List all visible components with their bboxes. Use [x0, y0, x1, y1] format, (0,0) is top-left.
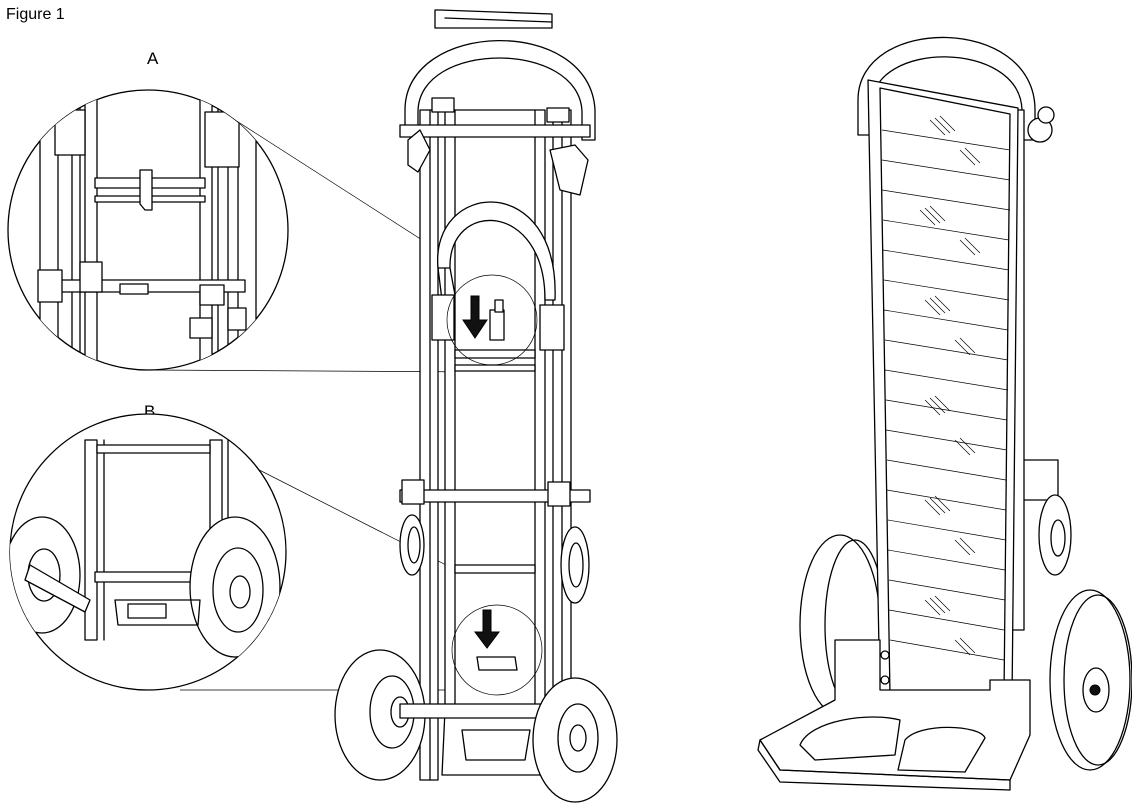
glare-marks	[919, 115, 981, 656]
callout-label-b: B	[144, 402, 156, 421]
down-arrow-icon	[474, 609, 500, 649]
down-arrow-icon	[462, 295, 488, 339]
hand-truck-with-platform-view	[757, 36, 1132, 791]
callout-label-a: A	[147, 49, 159, 68]
figure-title: Figure 1	[6, 6, 65, 23]
platform-slats	[881, 129, 1011, 661]
hand-truck-upright-view	[334, 9, 618, 803]
detail-circle-b	[9, 413, 287, 691]
detail-circle-a	[7, 89, 289, 371]
